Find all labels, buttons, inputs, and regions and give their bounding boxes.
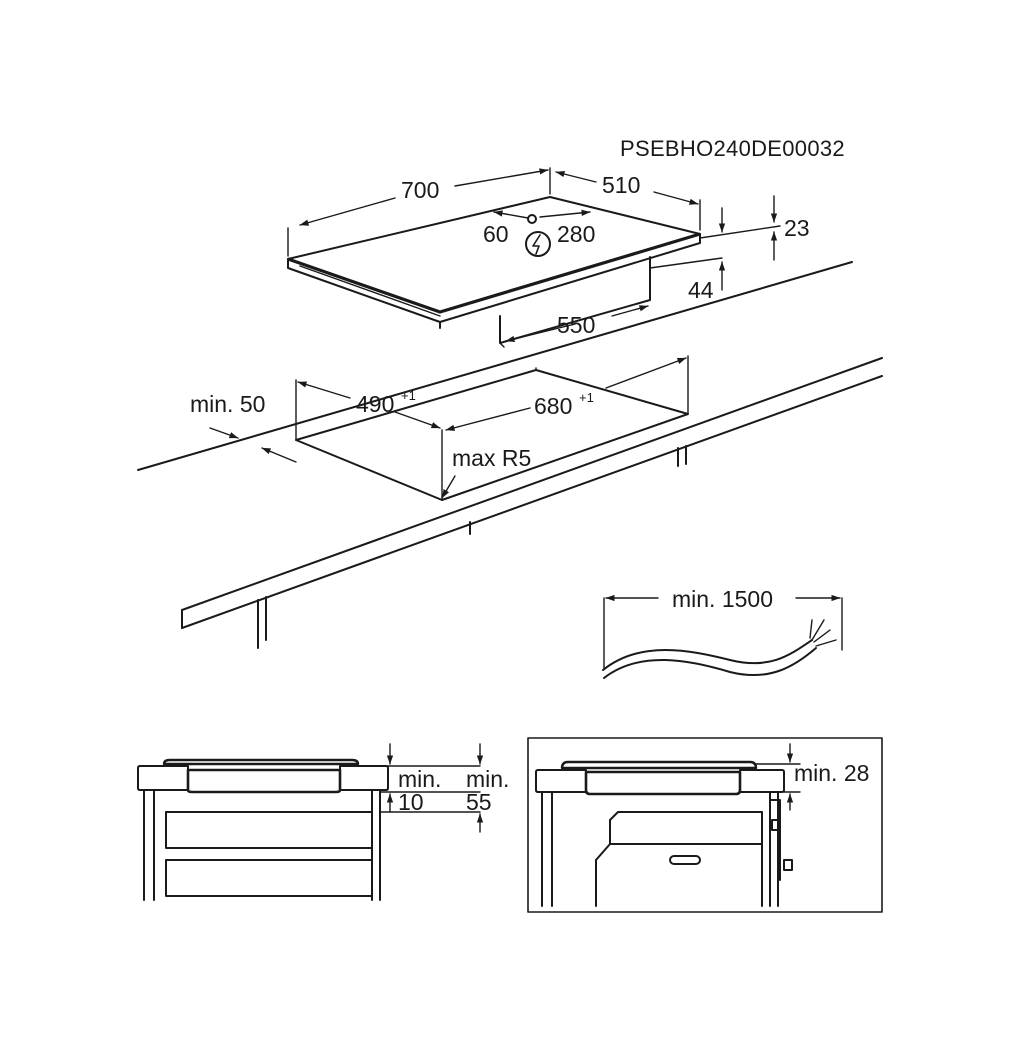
- hob-thickness-label: 23: [784, 215, 810, 241]
- depth-arrow-left: [555, 171, 597, 183]
- hob-under-box: [439, 256, 651, 344]
- worktop-cutout: [295, 369, 689, 501]
- connection-point: [527, 214, 537, 224]
- power-connection-icon: [525, 231, 551, 257]
- install-oven-frame: [527, 737, 883, 913]
- cutout-dimensions: 490 +1 680 +1 min. 50 max R5: [190, 357, 687, 499]
- cutout-width-tolerance: +1: [579, 390, 594, 405]
- gap1-label: min.: [398, 766, 441, 792]
- width-arrow-left: [299, 197, 396, 226]
- edge-distance-label: min. 50: [190, 391, 265, 417]
- hob-glass-edge: [287, 232, 701, 314]
- document-code: PSEBHO240DE00032: [620, 136, 845, 161]
- install-oven-drawing: min. 28: [527, 737, 883, 913]
- hob-box-width-label: 550: [557, 312, 595, 338]
- connection-right-label: 280: [557, 221, 595, 247]
- hob-drawing: [287, 196, 701, 344]
- hob-depth-label: 510: [602, 172, 640, 198]
- cutout-width-label: 680: [534, 393, 572, 419]
- gap2-value: 55: [466, 789, 492, 815]
- worktop-drawing: [137, 261, 883, 649]
- gap2-label: min.: [466, 766, 509, 792]
- cable-length-label: min. 1500: [672, 586, 773, 612]
- cutout-depth-tolerance: +1: [401, 388, 416, 403]
- width-arrow-right: [454, 168, 549, 187]
- worktop-front-bottom-edge: [181, 375, 883, 629]
- cutout-depth-label: 490: [356, 391, 394, 417]
- hob-frame-line: [299, 265, 441, 317]
- depth-arrow-right: [653, 191, 699, 205]
- hob-width-label: 700: [401, 177, 439, 203]
- connection-left-label: 60: [483, 221, 509, 247]
- hob-dimensions: 700 510 60 280 23 44 550: [287, 167, 810, 348]
- worktop-front-top-edge: [181, 357, 883, 611]
- hob-box-height-label: 44: [688, 277, 714, 303]
- worktop-back-edge: [137, 261, 853, 471]
- install-drawers-drawing: min. 10 min. 55: [137, 743, 509, 901]
- oven-gap-label: min. 28: [794, 760, 869, 786]
- gap1-value: 10: [398, 789, 424, 815]
- cable-drawing: min. 1500: [602, 586, 843, 679]
- corner-radius-label: max R5: [452, 445, 531, 471]
